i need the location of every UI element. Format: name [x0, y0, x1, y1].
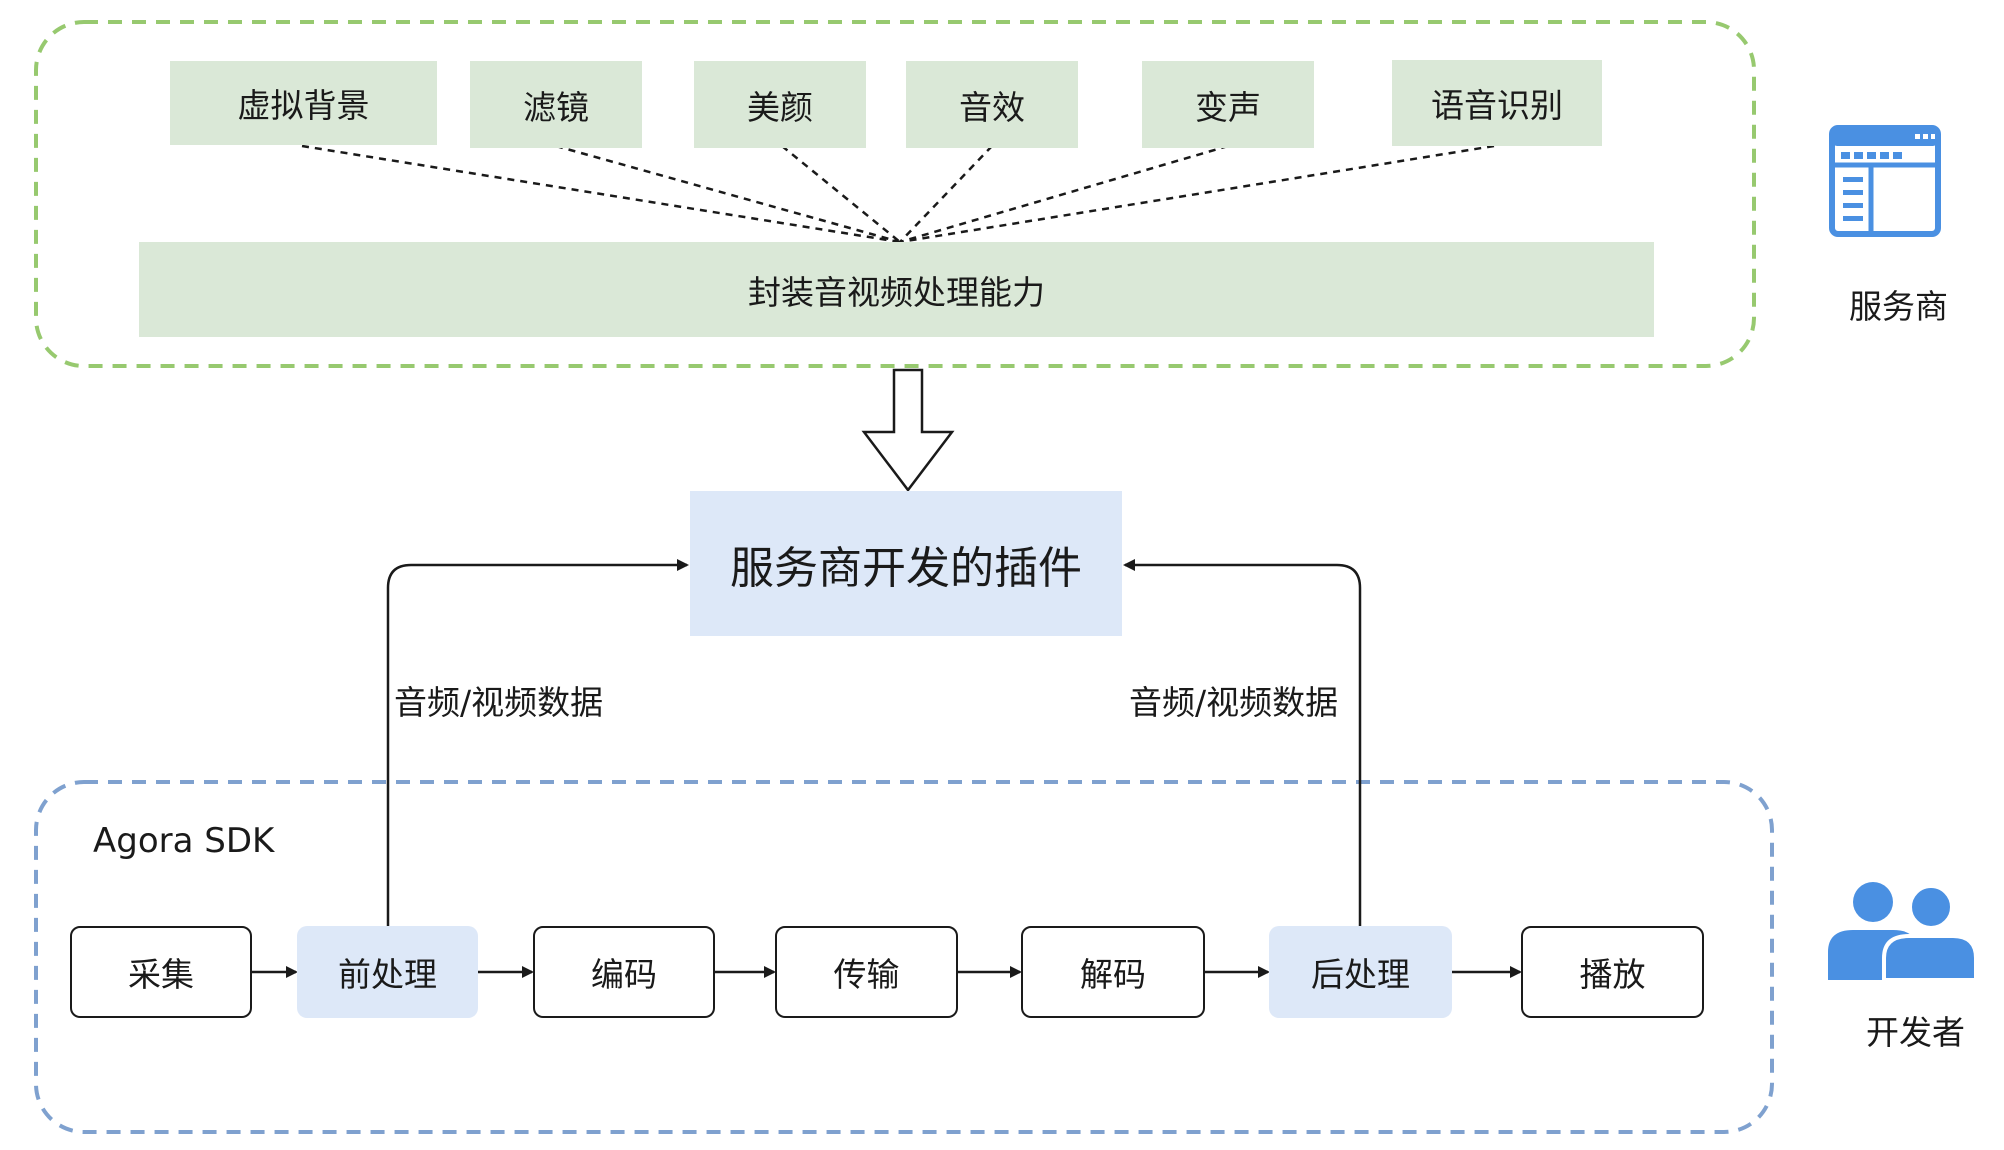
stage-capture: 采集	[70, 926, 252, 1018]
feature-filter: 滤镜	[470, 61, 642, 148]
capability-bar: 封装音视频处理能力	[139, 242, 1654, 337]
service-provider-container	[34, 20, 1756, 368]
left-data-label: 音频/视频数据	[394, 683, 604, 722]
stage-pre-process: 前处理	[297, 926, 478, 1018]
feature-virtual-background: 虚拟背景	[170, 61, 437, 145]
stage-encode: 编码	[533, 926, 715, 1018]
feature-sound-effect: 音效	[906, 61, 1078, 148]
feature-connectors	[301, 144, 1495, 244]
left-data-connector	[382, 559, 689, 936]
service-provider-label: 服务商	[1849, 287, 1948, 326]
feature-beauty: 美颜	[694, 61, 866, 148]
down-arrow	[861, 368, 955, 493]
right-data-label: 音频/视频数据	[1129, 683, 1339, 722]
stage-post-process: 后处理	[1269, 926, 1452, 1018]
feature-voice-change: 变声	[1142, 61, 1314, 148]
stage-transmit: 传输	[775, 926, 958, 1018]
sdk-container	[34, 780, 1774, 1134]
feature-speech-recognition: 语音识别	[1392, 60, 1602, 146]
stage-playback: 播放	[1521, 926, 1704, 1018]
developer-label: 开发者	[1866, 1013, 1965, 1052]
right-data-connector	[1123, 559, 1366, 936]
plugin-box: 服务商开发的插件	[690, 491, 1122, 636]
browser-window-icon	[1829, 125, 1941, 237]
sdk-title: Agora SDK	[93, 821, 275, 861]
stage-decode: 解码	[1021, 926, 1205, 1018]
users-icon	[1828, 882, 1978, 980]
